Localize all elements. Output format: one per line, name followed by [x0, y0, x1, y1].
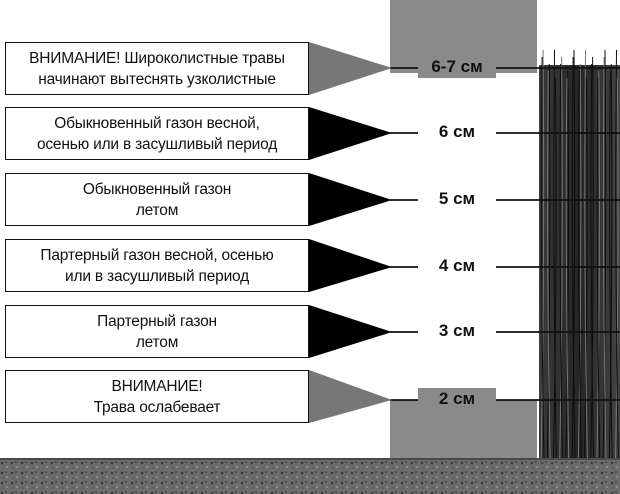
height-value: 3 см — [418, 320, 496, 342]
grass-blade — [540, 56, 545, 466]
grass-blade — [571, 49, 576, 466]
label-line-2: летом — [135, 333, 179, 351]
grass-blade — [565, 77, 570, 466]
grass-blade — [584, 49, 588, 466]
grass-illustration — [539, 49, 620, 466]
label-line-2: Трава ослабевает — [93, 398, 221, 416]
height-value: 4 см — [418, 255, 496, 277]
pointer-arrow — [309, 107, 392, 160]
grass-blade — [559, 63, 564, 466]
label-line-1: Обыкновенный газон весной, — [54, 114, 260, 132]
label-line-2: или в засушливый период — [65, 267, 249, 285]
grass-blade — [596, 70, 600, 466]
grass-blade — [609, 70, 613, 466]
pointer-arrow — [309, 239, 392, 292]
grass-blade — [546, 63, 551, 466]
height-value: 6-7 см — [418, 56, 496, 78]
grass-blade — [608, 63, 613, 466]
label-line-2: начинают вытеснять узколистные — [38, 70, 276, 88]
pointer-arrow — [309, 305, 392, 358]
label-line-1: Партерный газон весной, осенью — [40, 246, 274, 264]
grass-blade — [614, 77, 619, 466]
grass-blade — [615, 49, 619, 466]
soil-strip — [0, 458, 620, 494]
grass-blade — [590, 56, 594, 466]
grass-blade — [578, 70, 582, 466]
grass-blade — [602, 49, 607, 466]
ruler-bottom-block — [390, 400, 537, 466]
height-value: 5 см — [418, 188, 496, 210]
grass-blade — [552, 77, 557, 466]
height-value: 6 см — [418, 121, 496, 143]
grass-blade — [590, 63, 595, 466]
label-line-1: Обыкновенный газон — [82, 180, 232, 198]
grass-blade — [547, 70, 551, 466]
label-line-2: летом — [135, 201, 179, 219]
label-line-1: ВНИМАНИЕ! — [111, 377, 203, 395]
label-line-1: ВНИМАНИЕ! Широколистные травы — [29, 49, 285, 67]
level-label-box: Партерный газон весной, осенью или в засу… — [5, 239, 309, 292]
grass-blade — [571, 56, 576, 466]
grass-blade — [577, 63, 582, 466]
grass-blade — [565, 70, 569, 466]
level-label-box: ВНИМАНИЕ! Широколистные травы начинают вы… — [5, 42, 309, 95]
grass-blade — [596, 77, 601, 466]
label-line-1: Партерный газон — [97, 312, 217, 330]
level-label-box: Партерный газон летом — [5, 305, 309, 358]
grass-blade — [553, 49, 557, 466]
height-value: 2 см — [418, 388, 496, 410]
grass-blade — [583, 77, 588, 466]
grass-blade — [602, 56, 607, 466]
label-line-2: осенью или в засушливый период — [36, 135, 278, 153]
level-label-box: Обыкновенный газон летом — [5, 173, 309, 226]
level-label-box: ВНИМАНИЕ! Трава ослабевает — [5, 370, 309, 423]
pointer-arrow — [309, 173, 392, 226]
grass-blade — [540, 49, 545, 466]
pointer-arrow — [309, 42, 392, 95]
grass-blade — [559, 56, 563, 466]
pointer-arrow — [309, 370, 392, 423]
level-label-box: Обыкновенный газон весной, осенью или в з… — [5, 107, 309, 160]
